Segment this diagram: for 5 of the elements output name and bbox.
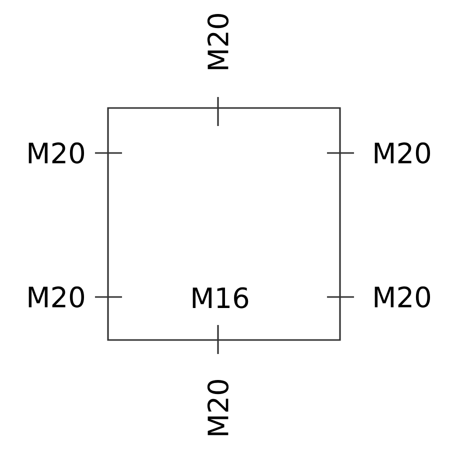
entry-label: M20	[207, 14, 229, 70]
entry-label: M20	[207, 380, 229, 436]
entry-label: M20	[374, 286, 430, 308]
entry-label: M20	[374, 142, 430, 164]
enclosure-box: M16	[107, 107, 341, 341]
